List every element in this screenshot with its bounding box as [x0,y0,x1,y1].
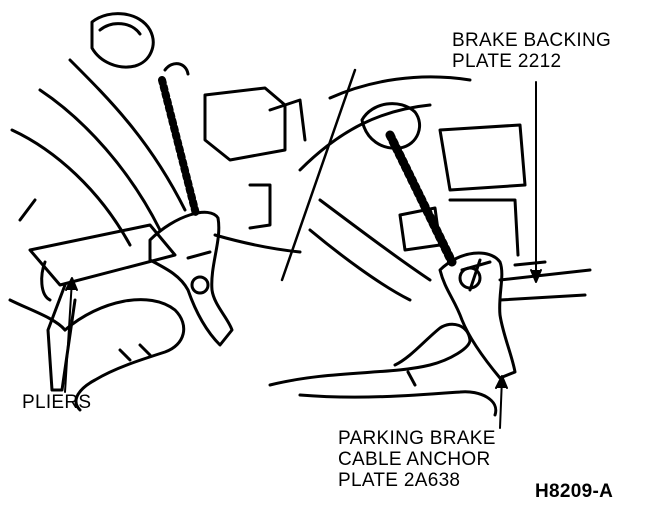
label-line: PLATE 2A638 [338,470,461,491]
label-line: BRAKE BACKING [452,30,612,51]
right-panel-drawing [268,75,592,417]
label-line: CABLE ANCHOR [338,449,491,470]
panel-divider [280,68,357,282]
pliers-leader [64,279,73,393]
figure-id: H8209-A [535,481,614,502]
label-line: PLATE 2212 [452,51,562,72]
pliers-label: PLIERS [22,392,92,413]
parking-brake-anchor-plate-label: PARKING BRAKE CABLE ANCHOR PLATE 2A638 [338,428,496,491]
brake-backing-plate-label: BRAKE BACKING PLATE 2212 [452,30,611,72]
label-line: PARKING BRAKE [338,428,496,449]
leader-lines [64,81,542,429]
left-panel-drawing [8,12,307,412]
